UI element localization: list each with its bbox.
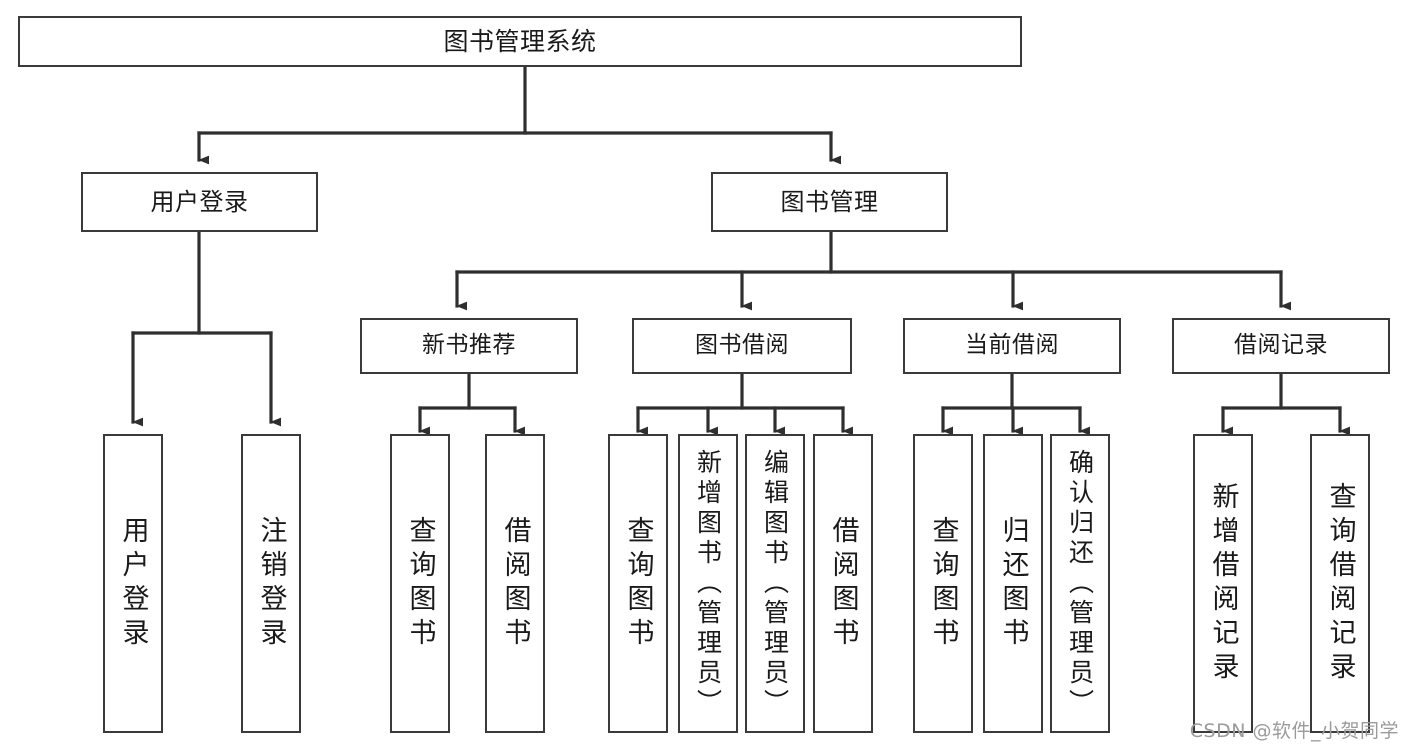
leaf-record-query-record[interactable]: 查询借阅记录 — [1310, 434, 1370, 733]
leaf-borrow-edit-book-admin[interactable]: 编辑图书（管理员） — [745, 434, 805, 733]
leaf-user-logout[interactable]: 注销登录 — [241, 434, 301, 733]
node-label: 当前借阅 — [965, 332, 1059, 359]
watermark-text: CSDN @软件_小贺同学 — [1189, 720, 1399, 742]
node-label: 新书推荐 — [422, 332, 516, 359]
leaf-recommend-borrow-book[interactable]: 借阅图书 — [485, 434, 545, 733]
leaf-user-login[interactable]: 用户登录 — [103, 434, 163, 733]
node-label: 查询图书 — [404, 515, 436, 652]
node-label: 图书借阅 — [695, 332, 789, 359]
node-label: 图书管理系统 — [443, 26, 597, 56]
node-label: 借阅记录 — [1234, 332, 1328, 359]
node-user-login[interactable]: 用户登录 — [81, 172, 318, 232]
node-label: 确认归还（管理员） — [1065, 448, 1095, 719]
node-label: 图书管理 — [780, 187, 879, 216]
node-borrow-record[interactable]: 借阅记录 — [1172, 318, 1390, 374]
node-label: 注销登录 — [255, 515, 287, 652]
node-label: 借阅图书 — [827, 515, 859, 652]
node-label: 新增借阅记录 — [1207, 481, 1239, 686]
node-current-borrow[interactable]: 当前借阅 — [903, 318, 1121, 374]
node-label: 借阅图书 — [499, 515, 531, 652]
node-book-management[interactable]: 图书管理 — [711, 172, 948, 232]
node-book-borrow[interactable]: 图书借阅 — [632, 318, 852, 374]
node-label: 归还图书 — [997, 515, 1029, 652]
node-label: 新增图书（管理员） — [693, 448, 723, 719]
node-label: 编辑图书（管理员） — [760, 448, 790, 719]
node-label: 查询图书 — [927, 515, 959, 652]
leaf-borrow-query-book[interactable]: 查询图书 — [608, 434, 668, 733]
node-root-system[interactable]: 图书管理系统 — [18, 16, 1022, 67]
leaf-current-return-book[interactable]: 归还图书 — [983, 434, 1043, 733]
node-label: 查询借阅记录 — [1324, 481, 1356, 686]
leaf-record-add-record[interactable]: 新增借阅记录 — [1193, 434, 1253, 733]
node-label: 用户登录 — [117, 515, 149, 652]
leaf-current-confirm-return-admin[interactable]: 确认归还（管理员） — [1050, 434, 1110, 733]
node-label: 查询图书 — [622, 515, 654, 652]
leaf-current-query-book[interactable]: 查询图书 — [913, 434, 973, 733]
leaf-borrow-borrow-book[interactable]: 借阅图书 — [813, 434, 873, 733]
node-label: 用户登录 — [150, 187, 249, 216]
node-new-book-recommend[interactable]: 新书推荐 — [360, 318, 578, 374]
leaf-borrow-add-book-admin[interactable]: 新增图书（管理员） — [678, 434, 738, 733]
leaf-recommend-query-book[interactable]: 查询图书 — [390, 434, 450, 733]
